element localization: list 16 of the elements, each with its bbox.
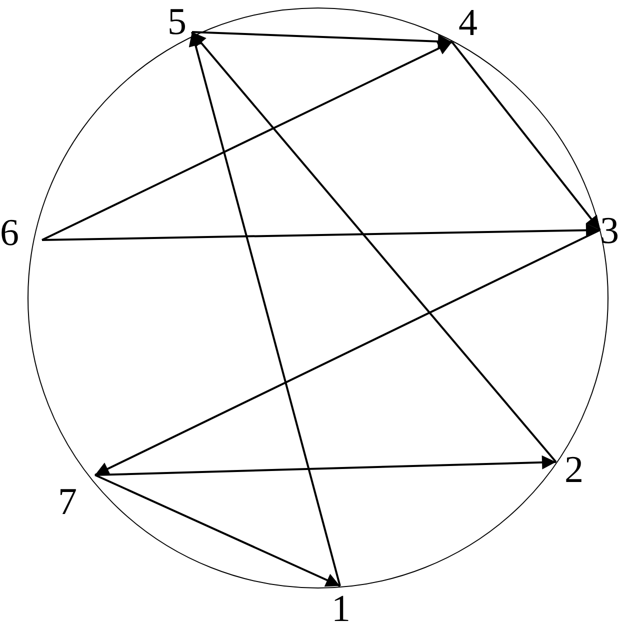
arrow — [94, 229, 600, 476]
arrow — [42, 223, 600, 241]
vertex-label: 3 — [600, 212, 619, 250]
vertex-label: 2 — [564, 451, 584, 489]
vertex-label: 4 — [458, 4, 478, 42]
arrow — [188, 32, 341, 586]
arrow — [451, 41, 601, 231]
arrow — [191, 31, 557, 463]
vertex-label: 7 — [58, 483, 77, 521]
arrow — [94, 474, 340, 587]
vertex-label: 1 — [332, 590, 350, 628]
vertex-label: 5 — [168, 3, 186, 41]
vertex-label: 6 — [0, 214, 19, 252]
arrow — [42, 41, 452, 241]
arrow — [94, 455, 556, 476]
arrow — [192, 31, 452, 48]
